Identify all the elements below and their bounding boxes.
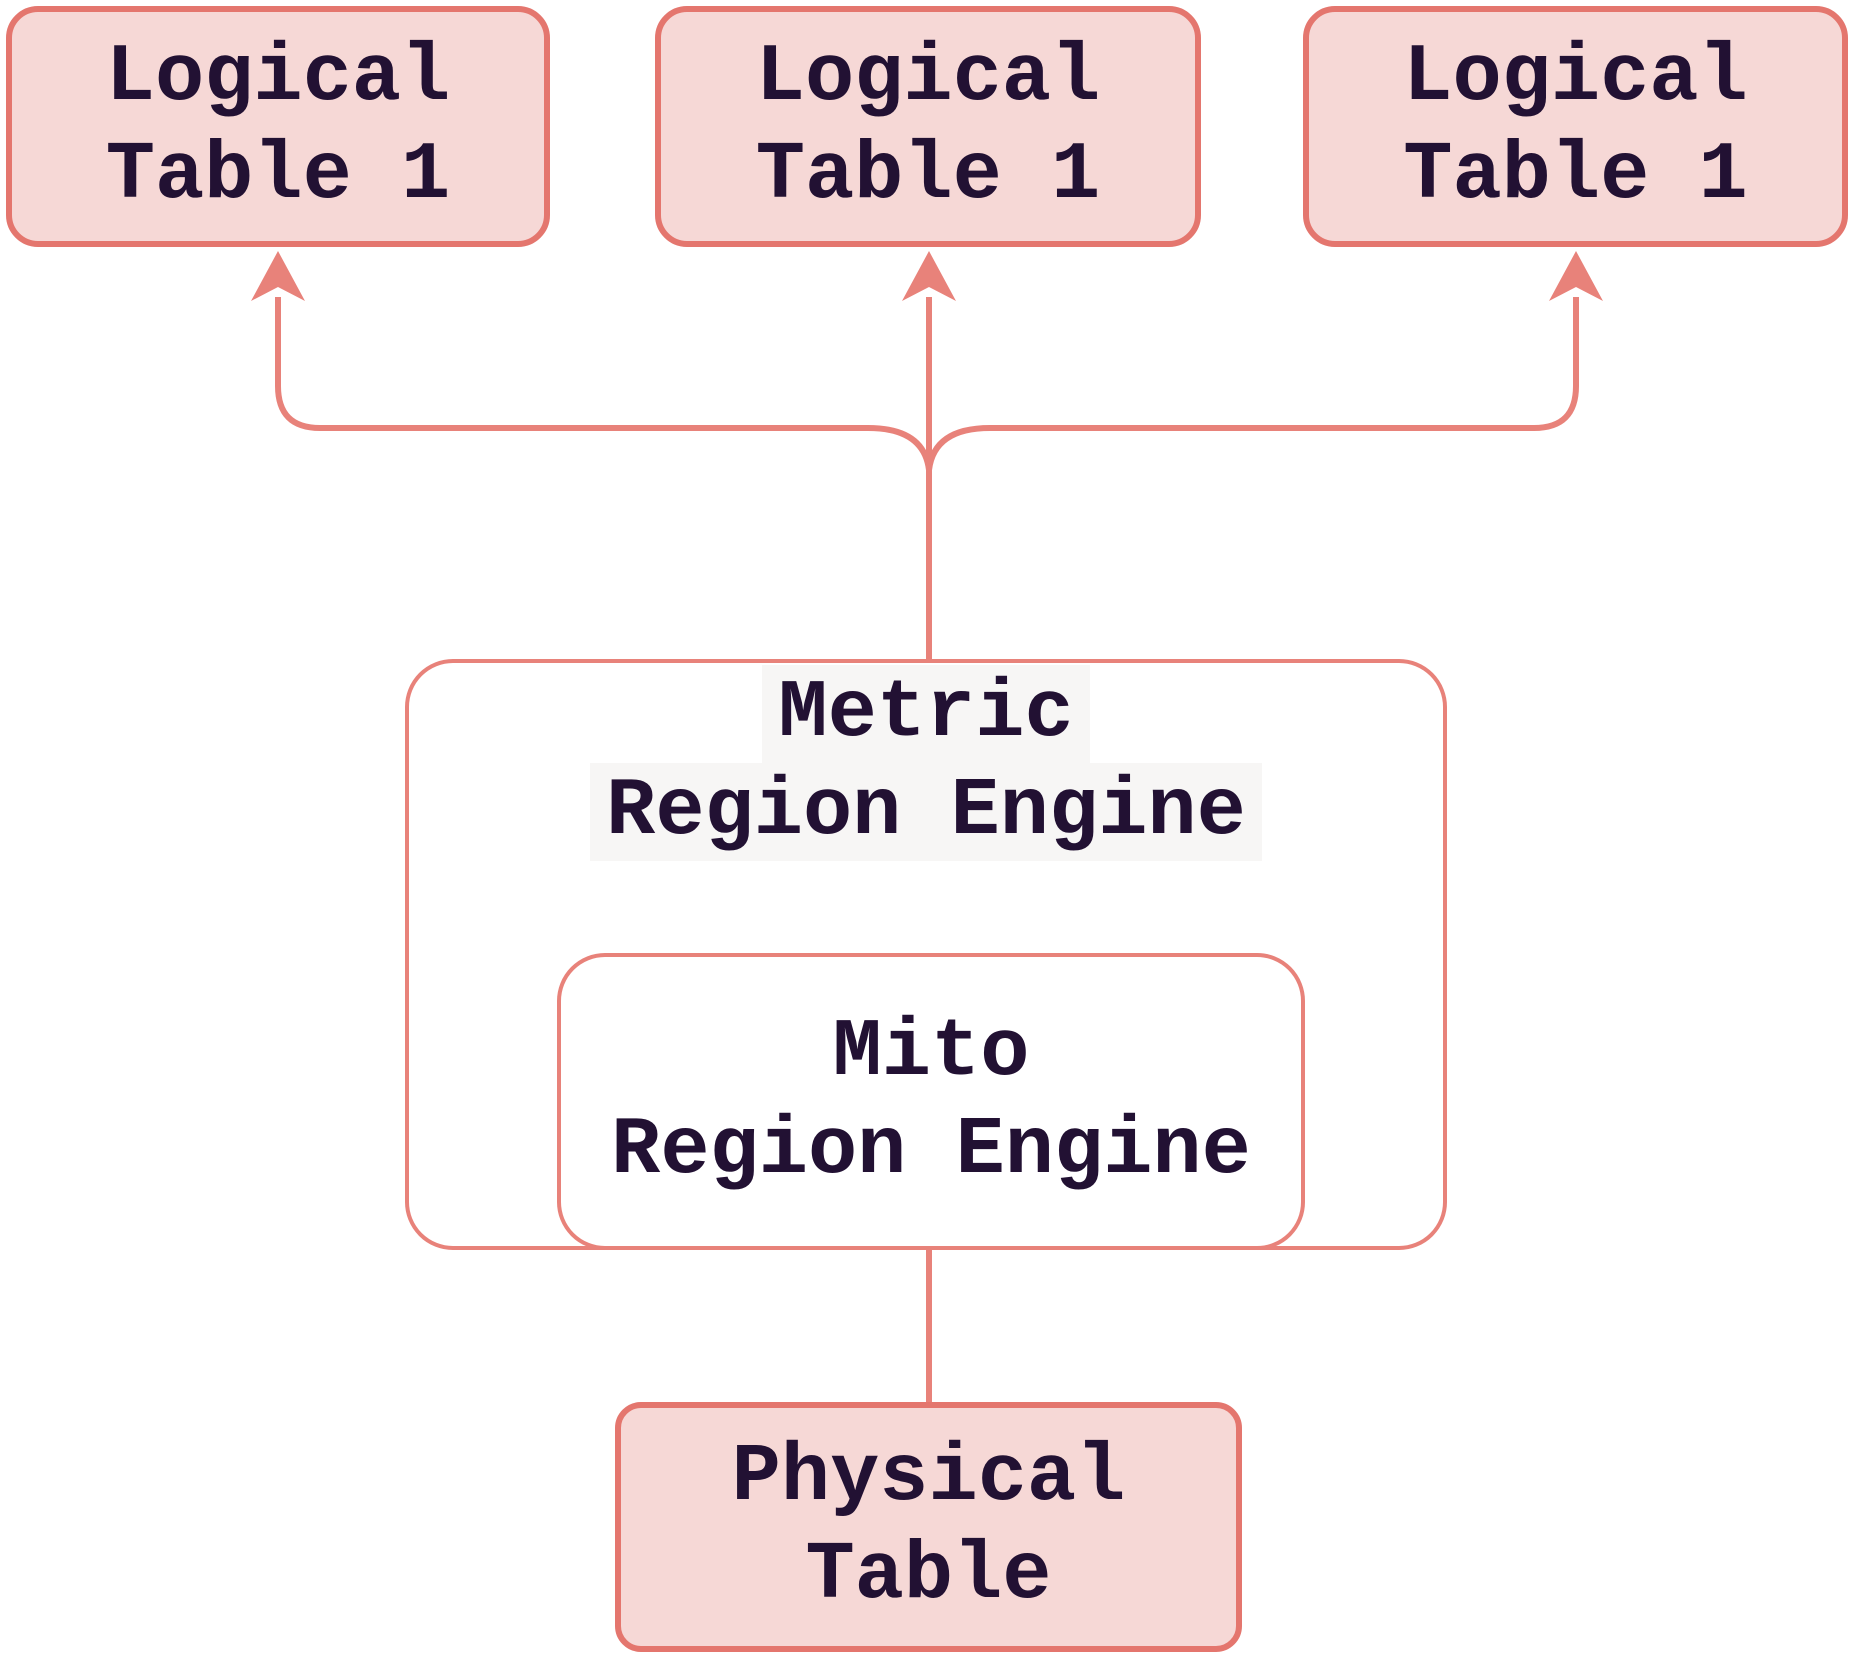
node-label-line: Logical	[1403, 30, 1748, 124]
arrowhead-center	[902, 251, 956, 301]
node-logical-table-center: Logical Table 1	[655, 6, 1201, 247]
arrowhead-right	[1549, 251, 1603, 301]
arrowhead-left	[251, 251, 305, 301]
node-physical-table: Physical Table	[615, 1402, 1242, 1652]
node-metric-region-engine: Metric Region Engine Mito Region Engine	[405, 659, 1447, 1250]
node-label-line: Region Engine	[590, 763, 1262, 861]
node-label-line: Table	[805, 1529, 1052, 1622]
node-label-line: Table 1	[105, 128, 451, 222]
node-mito-region-engine: Mito Region Engine	[557, 953, 1305, 1250]
node-label-line: Logical	[755, 30, 1101, 124]
node-label-line: Region Engine	[611, 1103, 1251, 1197]
arrow-branch-right	[926, 297, 1579, 471]
node-label-line: Table 1	[1403, 128, 1748, 222]
node-label-line: Metric	[762, 665, 1090, 763]
node-label-line: Mito	[832, 1005, 1030, 1099]
arrow-branch-left	[275, 297, 932, 471]
node-label-line: Table 1	[755, 128, 1101, 222]
node-logical-table-right: Logical Table 1	[1303, 6, 1848, 247]
arrow-metric-to-logical-tables	[251, 251, 1603, 659]
node-logical-table-left: Logical Table 1	[6, 6, 550, 247]
node-label-line: Physical	[731, 1431, 1126, 1524]
node-label-line: Logical	[105, 30, 451, 124]
